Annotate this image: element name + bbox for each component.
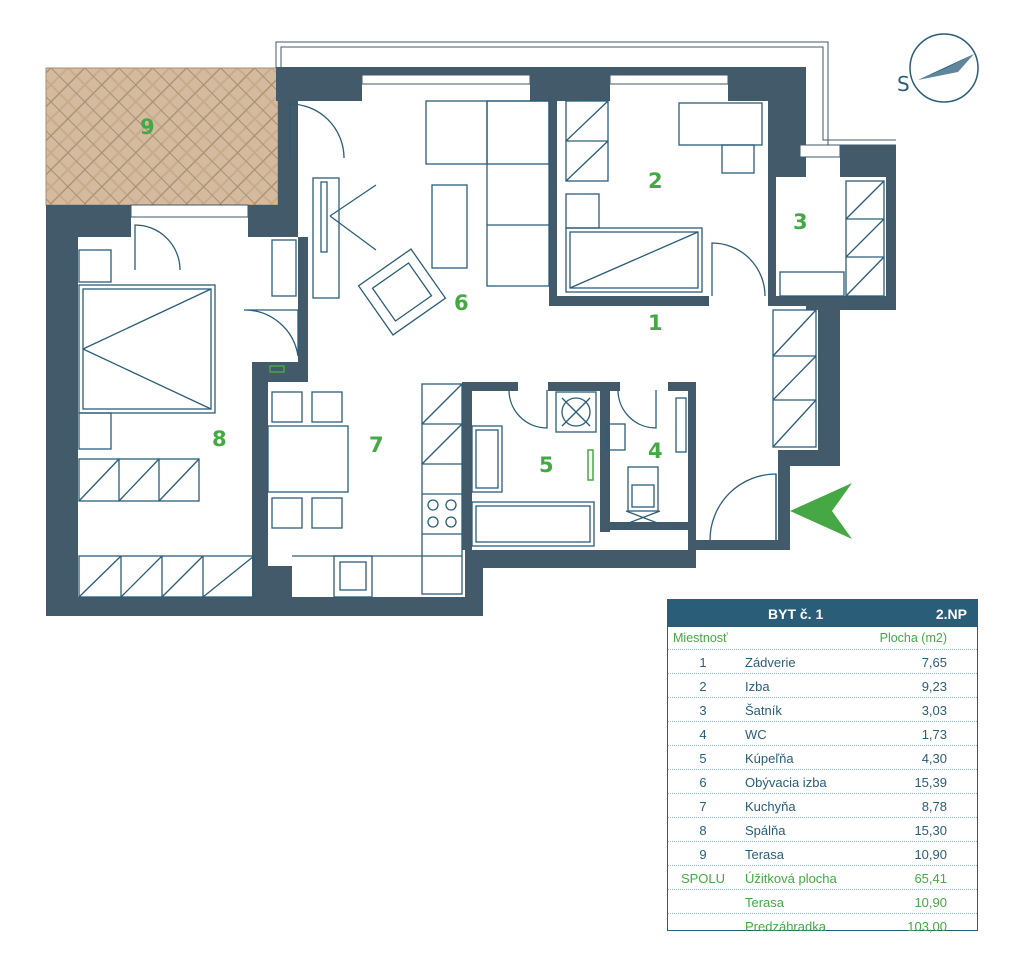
- room-area: 15,30: [914, 823, 947, 838]
- room-labels: 1 2 3 4 5 6 7 8 9: [140, 115, 808, 477]
- room-number: 1: [699, 655, 707, 670]
- terrace-area: [45, 67, 279, 206]
- windows: [130, 74, 841, 218]
- room-number: SPOLU: [680, 871, 726, 886]
- table-total-row: Terasa 10,90: [668, 890, 977, 914]
- radiator: [269, 365, 285, 373]
- compass-label: S: [897, 72, 910, 96]
- room-name: Kúpeľňa: [745, 751, 794, 766]
- room-label-7: 7: [369, 433, 384, 457]
- apartment-title: BYT č. 1: [768, 606, 824, 622]
- room-label-5: 5: [539, 453, 554, 477]
- table-row: 8 Spálňa 15,30: [668, 818, 977, 842]
- room-area: 15,39: [914, 775, 947, 790]
- entrance-arrow-icon: [790, 483, 852, 539]
- room-area: 10,90: [914, 847, 947, 862]
- room-name: Predzáhradka: [745, 919, 826, 934]
- column-area: Plocha (m2): [879, 631, 947, 645]
- room-label-2: 2: [648, 169, 663, 193]
- room-area: 103,00: [907, 919, 947, 934]
- room-label-4: 4: [648, 439, 663, 463]
- table-total-row: Predzáhradka 103,00: [668, 914, 977, 937]
- room-number: 5: [699, 751, 707, 766]
- column-room: Miestnosť: [673, 631, 728, 645]
- room-name: Terasa: [745, 847, 785, 862]
- furniture: [78, 100, 885, 598]
- room-area: 3,03: [921, 703, 947, 718]
- room-number: 3: [699, 703, 707, 718]
- room-area: 4,30: [921, 751, 947, 766]
- room-name: Kuchyňa: [745, 799, 796, 814]
- room-name: Úžitková plocha: [745, 871, 837, 886]
- room-number: 2: [699, 679, 707, 694]
- room-area: 65,41: [914, 871, 947, 886]
- room-name: Izba: [745, 679, 770, 694]
- room-number: 6: [699, 775, 707, 790]
- area-table: BYT č. 1 2.NP Miestnosť Plocha (m2) 1 Zád…: [667, 599, 978, 934]
- room-number: 8: [699, 823, 707, 838]
- room-area: 8,78: [921, 799, 947, 814]
- room-name: Terasa: [745, 895, 785, 910]
- table-row: 5 Kúpeľňa 4,30: [668, 746, 977, 770]
- table-body: 1 Zádverie 7,65 2 Izba 9,23 3 Šatník 3,03 4 WC 1,73…: [668, 650, 977, 937]
- room-label-3: 3: [793, 210, 808, 234]
- room-name: WC: [745, 727, 767, 742]
- room-name: Šatník: [745, 703, 782, 718]
- table-header: BYT č. 1 2.NP: [668, 600, 977, 627]
- table-row: 1 Zádverie 7,65: [668, 650, 977, 674]
- room-area: 1,73: [921, 727, 947, 742]
- table-row: 6 Obývacia izba 15,39: [668, 770, 977, 794]
- table-column-headers: Miestnosť Plocha (m2): [668, 627, 977, 650]
- room-label-9: 9: [140, 115, 155, 139]
- table-row: 9 Terasa 10,90: [668, 842, 977, 866]
- room-label-6: 6: [454, 291, 469, 315]
- floor-label: 2.NP: [935, 606, 967, 622]
- table-row: 2 Izba 9,23: [668, 674, 977, 698]
- doors: [134, 103, 777, 541]
- room-name: Obývacia izba: [745, 775, 827, 790]
- walls: [46, 67, 896, 616]
- room-area: 9,23: [921, 679, 947, 694]
- room-label-8: 8: [212, 427, 227, 451]
- compass-icon: S: [897, 33, 979, 103]
- table-total-row: SPOLU Úžitková plocha 65,41: [668, 866, 977, 890]
- table-row: 7 Kuchyňa 8,78: [668, 794, 977, 818]
- room-area: 10,90: [914, 895, 947, 910]
- room-label-1: 1: [648, 311, 663, 335]
- table-row: 4 WC 1,73: [668, 722, 977, 746]
- shower-fixture: [587, 449, 594, 481]
- room-number: 7: [699, 799, 707, 814]
- room-number: 4: [699, 727, 707, 742]
- room-area: 7,65: [921, 655, 947, 670]
- room-name: Zádverie: [745, 655, 796, 670]
- room-name: Spálňa: [745, 823, 786, 838]
- table-row: 3 Šatník 3,03: [668, 698, 977, 722]
- room-number: 9: [699, 847, 707, 862]
